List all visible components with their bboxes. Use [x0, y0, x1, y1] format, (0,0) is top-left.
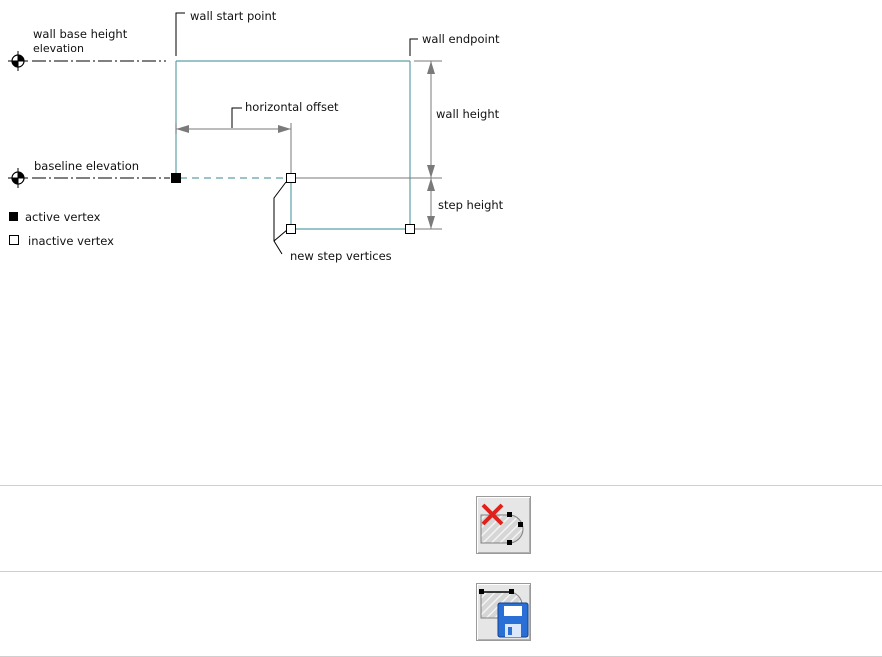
save-step-icon — [479, 589, 529, 638]
remove-vertex-icon — [480, 503, 524, 545]
inactive-vertex-grip — [286, 224, 296, 234]
wall-height-label: wall height — [436, 107, 500, 121]
step-height-label: step height — [438, 198, 504, 212]
wall-step-diagram: wall start point wall base height elevat… — [8, 9, 504, 263]
wall-outline — [175, 60, 411, 230]
legend-inactive-vertex-label: inactive vertex — [28, 234, 114, 248]
leader-lines — [175, 12, 418, 255]
tool-row — [0, 485, 882, 571]
wall-height-dimension — [427, 61, 435, 178]
inactive-vertex-grip — [286, 173, 296, 183]
tool-row — [0, 571, 882, 657]
legend-active-vertex-label: active vertex — [25, 210, 101, 224]
legend-active-vertex-icon — [9, 212, 18, 221]
legend-inactive-vertex-icon — [9, 235, 19, 245]
wall-base-height-label: wall base height — [33, 27, 128, 41]
wall-base-height-label-line2: elevation — [33, 42, 84, 55]
baseline-elevation-marker-icon — [8, 168, 28, 188]
baseline-elevation-label: baseline elevation — [34, 159, 139, 173]
inactive-vertex-grip — [405, 224, 415, 234]
wall-endpoint-label: wall endpoint — [422, 32, 500, 46]
horizontal-offset-label: horizontal offset — [245, 100, 339, 114]
tool-table — [0, 485, 882, 657]
new-step-vertices-label: new step vertices — [290, 249, 392, 263]
wall-start-point-label: wall start point — [190, 9, 277, 23]
wall-base-elevation-marker-icon — [8, 51, 28, 71]
extension-lines — [175, 60, 442, 230]
save-step-button[interactable] — [476, 583, 531, 641]
active-vertex-grip — [171, 173, 181, 183]
horizontal-offset-dimension — [176, 107, 291, 133]
remove-vertex-button[interactable] — [476, 496, 531, 554]
step-height-dimension — [427, 178, 435, 229]
